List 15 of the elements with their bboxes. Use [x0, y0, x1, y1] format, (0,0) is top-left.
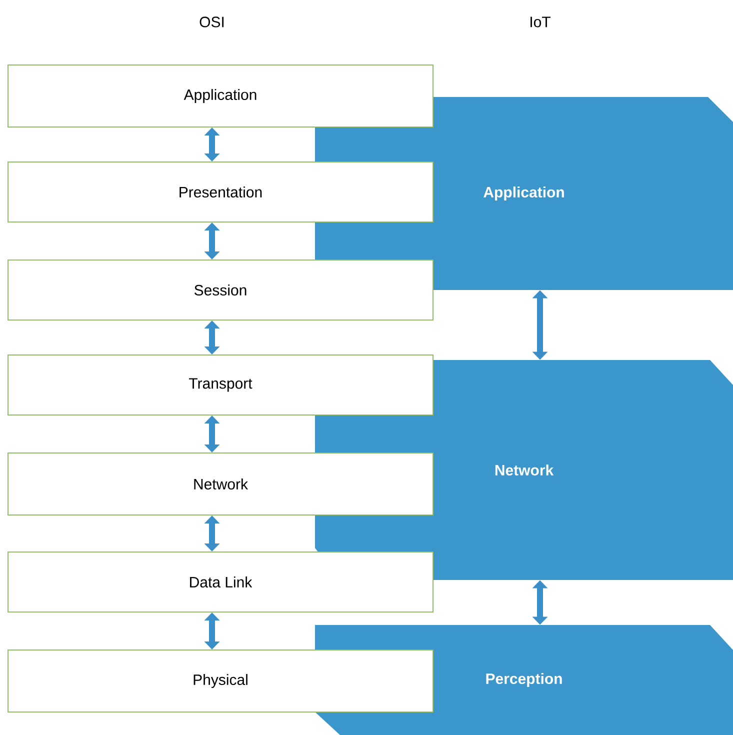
column-heading: IoT: [530, 16, 550, 28]
double-arrow: [204, 128, 220, 162]
column-heading: OSI: [200, 16, 224, 28]
layer-box: Network: [8, 452, 434, 516]
layer-box: Transport: [8, 354, 434, 416]
layer-box: Physical: [8, 650, 434, 712]
double-arrow: [204, 612, 220, 650]
double-arrow: [204, 516, 220, 552]
layer-box: Application: [8, 64, 434, 128]
double-arrow: [204, 416, 220, 452]
layer-box: Presentation: [8, 162, 434, 222]
layer-box: Session: [8, 260, 434, 320]
double-arrow: [204, 320, 220, 354]
double-arrow: [204, 222, 220, 260]
layer-box: Data Link: [8, 552, 434, 612]
